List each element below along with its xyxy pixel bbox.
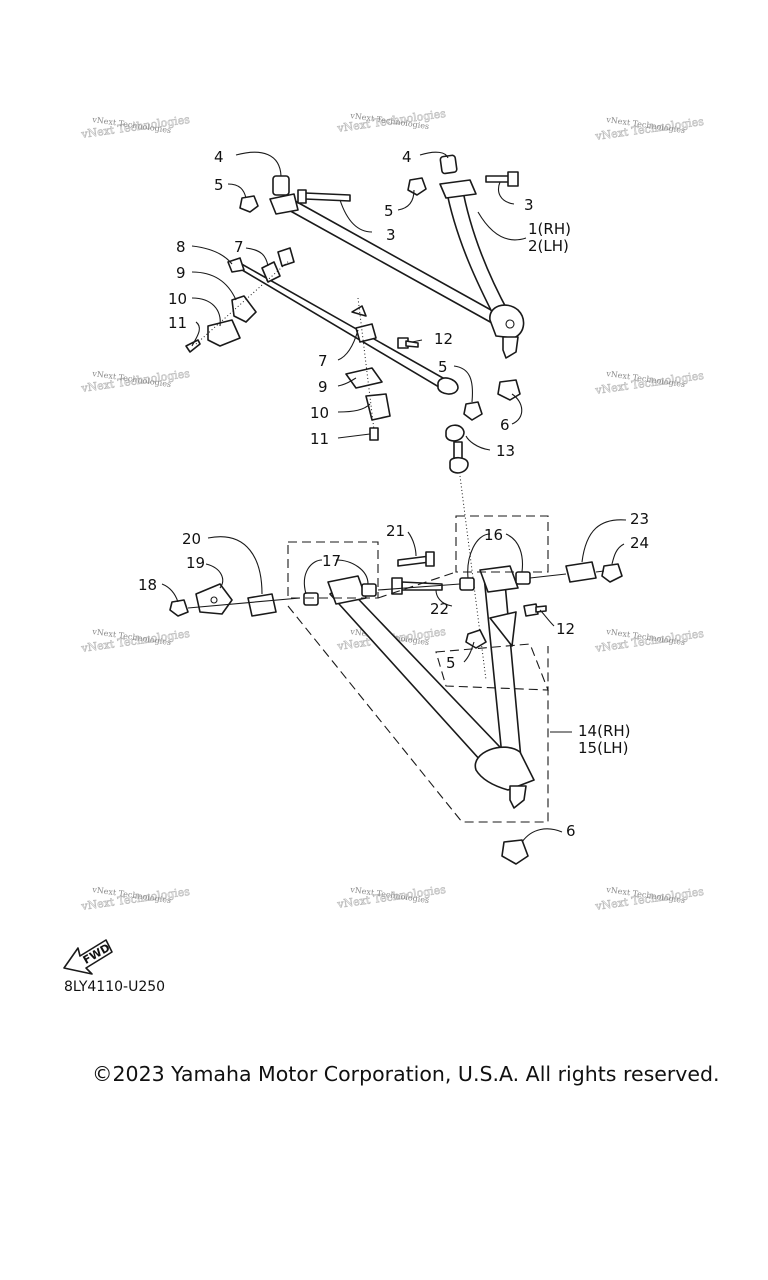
nut-5-rear xyxy=(407,177,427,196)
callout-2-lh: 2(LH) xyxy=(528,237,569,255)
callout-13: 13 xyxy=(496,442,515,460)
callout-18: 18 xyxy=(138,576,157,594)
bolt-3-front-head xyxy=(297,189,307,204)
bracket-19-hole xyxy=(210,596,218,604)
bushing-7-left-b xyxy=(277,247,295,267)
callout-10: 10 xyxy=(310,404,329,422)
bolt-11-left xyxy=(185,339,201,353)
bushing-7-left xyxy=(261,261,281,283)
callout-4: 4 xyxy=(214,148,224,166)
callout-5: 5 xyxy=(438,358,448,376)
callout-7: 7 xyxy=(318,352,328,370)
callout-8: 8 xyxy=(176,238,186,256)
callout-7: 7 xyxy=(234,238,244,256)
nut-5-stabilizer xyxy=(463,401,483,421)
callout-15-lh: 15(LH) xyxy=(578,739,628,757)
lower-ball-joint-stud xyxy=(509,785,527,809)
bolt-12-lower-head xyxy=(523,603,539,617)
bushing-4-front xyxy=(272,175,290,196)
callout-3: 3 xyxy=(386,226,396,244)
callout-21: 21 xyxy=(386,522,405,540)
clip-center xyxy=(351,305,367,317)
stabilizer-link-13-bottom xyxy=(449,456,469,474)
nut-18 xyxy=(169,599,189,617)
pivot-axis xyxy=(187,570,605,609)
nut-5-lower xyxy=(465,629,487,649)
ball-joint-hole xyxy=(505,319,515,329)
collar-23 xyxy=(565,561,597,583)
callout-12: 12 xyxy=(434,330,453,348)
bushing-7-center xyxy=(355,323,377,343)
nut-6-lower xyxy=(501,839,529,865)
callout-11: 11 xyxy=(310,430,329,448)
callout-6: 6 xyxy=(566,822,576,840)
bushing-16-b xyxy=(515,571,531,585)
nut-24 xyxy=(601,563,623,583)
bushing-17-a xyxy=(303,592,319,606)
bolt-21-head xyxy=(425,551,435,567)
callout-11: 11 xyxy=(168,314,187,332)
bushing-4-rear xyxy=(439,154,458,175)
group-box-16 xyxy=(455,515,549,573)
bushing-17-b xyxy=(361,583,377,597)
stabilizer-bar-tip xyxy=(227,257,245,273)
callout-5: 5 xyxy=(446,654,456,672)
collar-20 xyxy=(247,593,277,617)
lower-arm-front-pivot xyxy=(327,575,367,605)
stabilizer-bar-end xyxy=(437,377,459,395)
upper-a-arm xyxy=(269,179,525,359)
callout-24: 24 xyxy=(630,534,649,552)
callout-10: 10 xyxy=(168,290,187,308)
callout-1-rh: 1(RH) xyxy=(528,220,571,238)
lower-arm-shock-bracket xyxy=(489,611,517,647)
callout-20: 20 xyxy=(182,530,201,548)
bolt-3-rear-head xyxy=(507,171,519,187)
callout-numbers: 4 4 5 5 3 3 1(RH) 2(LH) 8 7 9 10 11 12 5… xyxy=(138,148,649,840)
nut-5-front xyxy=(239,195,259,213)
callout-14-rh: 14(RH) xyxy=(578,722,631,740)
nut-6-upper xyxy=(497,379,521,401)
callout-9: 9 xyxy=(176,264,186,282)
bolt-12-lower xyxy=(535,605,547,613)
callout-22: 22 xyxy=(430,600,449,618)
leader-lines xyxy=(161,151,627,843)
bracket-10-left xyxy=(207,319,241,347)
bushing-16-a xyxy=(459,577,475,591)
callout-23: 23 xyxy=(630,510,649,528)
upper-arm-rear-bracket xyxy=(439,179,477,199)
callout-19: 19 xyxy=(186,554,205,572)
callout-5: 5 xyxy=(384,202,394,220)
callout-6: 6 xyxy=(500,416,510,434)
group-box-lower-arm xyxy=(287,571,549,823)
bracket-19 xyxy=(195,583,233,615)
stabilizer-bar xyxy=(227,257,459,395)
callout-5: 5 xyxy=(214,176,224,194)
bolt-11-center xyxy=(369,427,379,441)
dotted-leader xyxy=(195,259,291,345)
lower-a-arm xyxy=(327,565,535,809)
clamp-9-left xyxy=(231,295,257,323)
part-code: 8LY4110-U250 xyxy=(64,979,166,995)
upper-arm-front-bracket xyxy=(269,193,299,215)
callout-3: 3 xyxy=(524,196,534,214)
bracket-10-center xyxy=(365,393,391,421)
bolt-12-upper xyxy=(405,340,419,348)
callout-17: 17 xyxy=(322,552,341,570)
bolt-3-front xyxy=(304,192,351,202)
upper-ball-joint-stud xyxy=(502,336,519,359)
callout-4: 4 xyxy=(402,148,412,166)
clamp-9-center xyxy=(345,367,383,389)
callout-12: 12 xyxy=(556,620,575,638)
callout-9: 9 xyxy=(318,378,328,396)
callout-16: 16 xyxy=(484,526,503,544)
copyright-notice: ©2023 Yamaha Motor Corporation, U.S.A. A… xyxy=(92,1062,720,1086)
fwd-arrow-icon: FWD xyxy=(63,939,113,975)
stabilizer-link-13-top xyxy=(445,424,465,442)
lower-arm-ball-joint-housing xyxy=(474,746,535,791)
